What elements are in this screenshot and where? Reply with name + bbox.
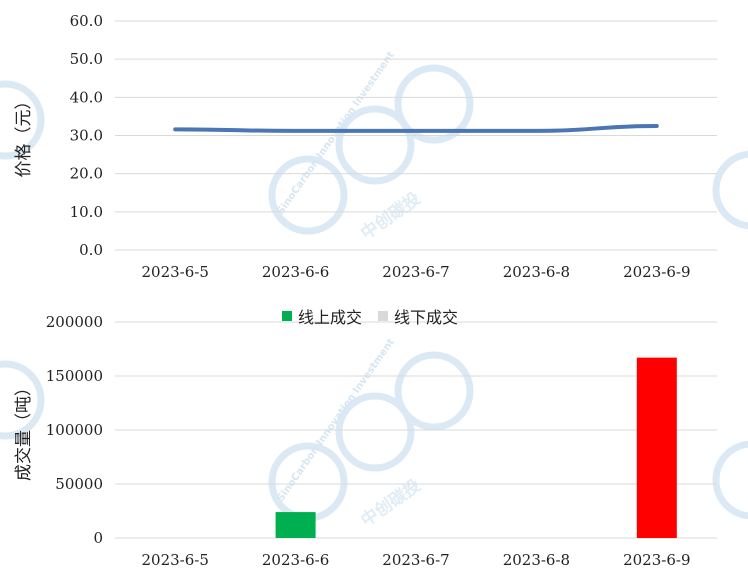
y-tick-label: 60.0	[70, 12, 103, 30]
watermark: SinoCarbon Innovation Investment SinoCar…	[0, 50, 748, 531]
watermark-brand-en: SinoCarbon Innovation Investment	[275, 50, 397, 217]
y-tick-label: 0.0	[79, 241, 103, 259]
legend-label-offline: 线下成交	[394, 308, 458, 327]
x-tick-label: 2023-6-6	[262, 263, 329, 281]
price-series	[173, 123, 659, 133]
y-tick-label: 100000	[46, 421, 103, 439]
price-x-tick-labels: 2023-6-5 2023-6-6 2023-6-7 2023-6-8 2023-6-9	[141, 263, 690, 281]
x-tick-label: 2023-6-7	[382, 551, 449, 569]
y-tick-label: 30.0	[70, 127, 103, 145]
y-tick-label: 50000	[55, 475, 103, 493]
price-y-axis-label: 价格（元）	[14, 93, 34, 178]
y-tick-label: 40.0	[70, 88, 103, 106]
legend: 线上成交 线下成交	[282, 308, 458, 327]
watermark-brand-cn: 中创碳投	[357, 475, 425, 531]
x-tick-label: 2023-6-5	[141, 263, 208, 281]
x-tick-label: 2023-6-8	[503, 551, 570, 569]
x-tick-label: 2023-6-5	[141, 551, 208, 569]
volume-y-axis-label: 成交量（吨）	[14, 379, 34, 481]
volume-x-tick-labels: 2023-6-5 2023-6-6 2023-6-7 2023-6-8 2023-6-9	[141, 551, 690, 569]
y-tick-label: 50.0	[70, 50, 103, 68]
y-tick-label: 150000	[46, 367, 103, 385]
x-tick-label: 2023-6-7	[382, 263, 449, 281]
price-line	[173, 123, 659, 133]
legend-swatch-offline	[378, 311, 388, 321]
x-tick-label: 2023-6-9	[623, 263, 690, 281]
volume-y-tick-labels: 0 50000 100000 150000 200000	[46, 313, 103, 547]
price-y-tick-labels: 0.0 10.0 20.0 30.0 40.0 50.0 60.0	[70, 12, 103, 259]
y-tick-label: 200000	[46, 313, 103, 331]
x-tick-label: 2023-6-6	[262, 551, 329, 569]
price-gridlines	[115, 20, 717, 251]
bar-online-2023-6-6	[275, 512, 316, 538]
y-tick-label: 0	[93, 529, 103, 547]
volume-gridlines	[115, 321, 717, 539]
y-tick-label: 20.0	[70, 165, 103, 183]
watermark-brand-cn: 中创碳投	[357, 188, 425, 244]
x-tick-label: 2023-6-9	[623, 551, 690, 569]
volume-bars	[275, 357, 677, 538]
bar-online-2023-6-9	[636, 357, 677, 538]
x-tick-label: 2023-6-8	[503, 263, 570, 281]
y-tick-label: 10.0	[70, 203, 103, 221]
legend-label-online: 线上成交	[298, 308, 362, 327]
legend-swatch-online	[282, 311, 292, 321]
watermark-brand-en: SinoCarbon Innovation Investment	[275, 337, 397, 504]
